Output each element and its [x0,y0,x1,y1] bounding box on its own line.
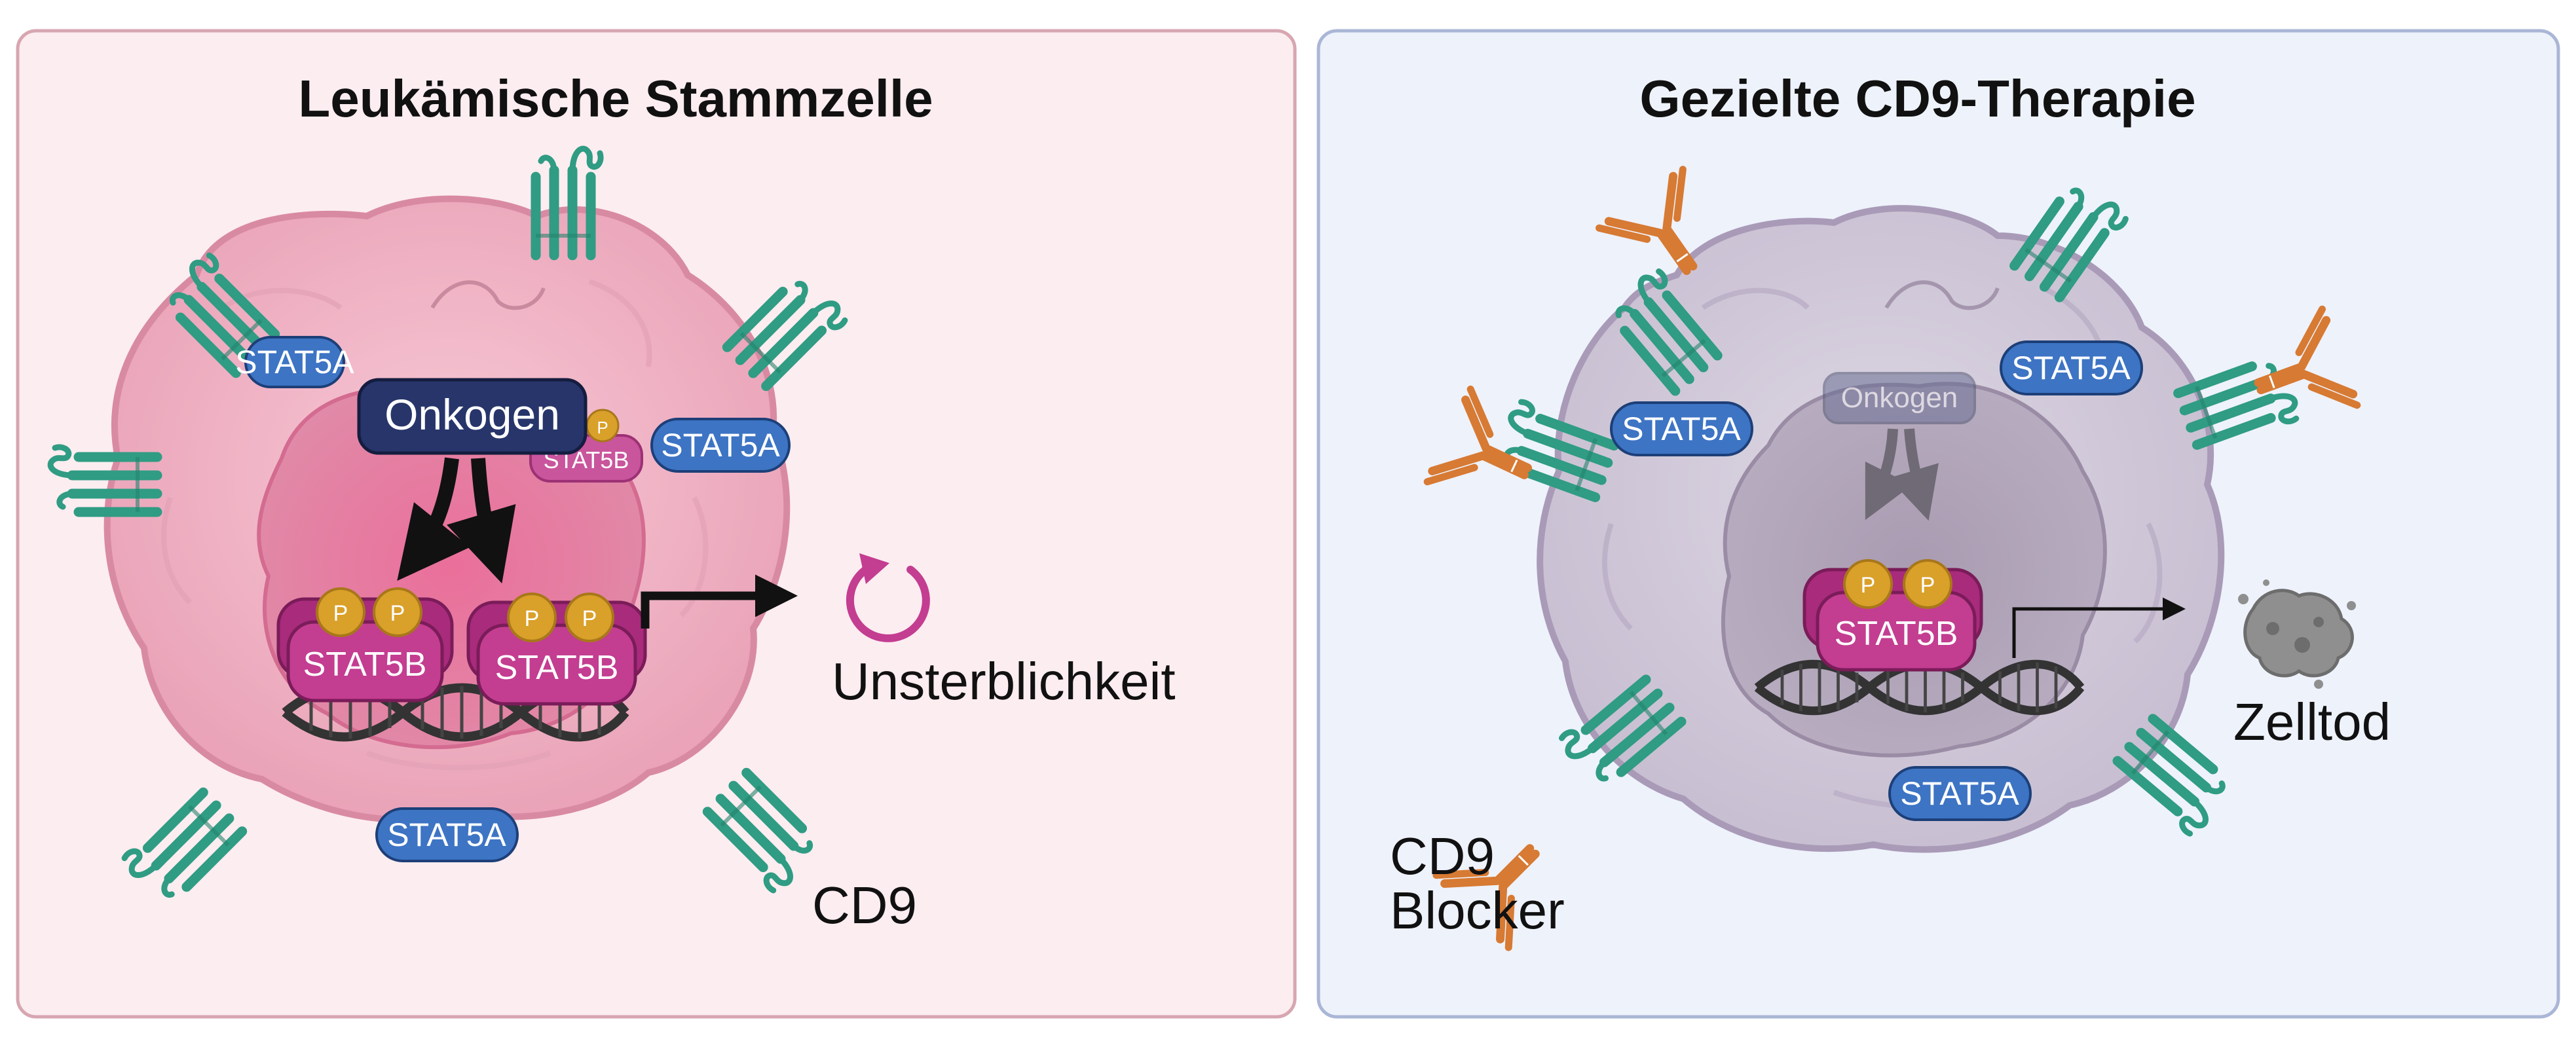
transcription-arrow [2012,597,2186,658]
svg-text:P: P [390,601,405,626]
stat5a-badge: STAT5A [1888,766,2032,821]
stat5b-dimer: STAT5B P P [276,587,454,703]
stat5a-badge: STAT5A [375,807,519,862]
onkogen-arrow [397,457,470,581]
svg-text:P: P [597,418,608,437]
svg-text:STAT5A: STAT5A [387,816,506,853]
onkogen-box: Onkogen [357,378,588,455]
onkogen-arrow-faded [1865,428,1913,521]
golgi-fold [430,280,546,310]
stat5a-badge: STAT5A [235,336,354,388]
right-panel: Gezielte CD9-Therapie STAT5A STAT5A [1316,29,2560,1019]
stat5a-badge: STAT5A [1610,401,1753,456]
svg-text:STAT5A: STAT5A [1900,775,2019,812]
stat5b-dimer: STAT5B P P [466,593,647,706]
stat5b-dimer: STAT5B P P [1802,559,1983,672]
svg-text:STAT5B: STAT5B [303,646,427,684]
cell-texture [1602,285,2163,810]
svg-text:STAT5B: STAT5B [1835,615,1958,653]
left-panel-title: Leukämische Stammzelle [298,69,933,128]
onkogen-box-faded: Onkogen [1823,372,1976,424]
cd9-label: CD9 [812,876,917,934]
left-panel: Leukämische Stammzelle STAT5A STAT5A STA… [16,29,1297,1019]
onkogen-arrow [447,458,516,584]
cell-death-debris-icon [2238,579,2356,689]
right-panel-title: Gezielte CD9-Therapie [1639,69,2195,128]
outcome-label-cell-death: Zelltod [2233,693,2391,751]
stat5a-badge: STAT5A [2000,340,2143,395]
svg-text:STAT5A: STAT5A [235,344,354,380]
svg-text:STAT5A: STAT5A [1622,411,1741,447]
svg-text:P: P [582,606,597,631]
blocker-label-line2: Blocker [1390,881,1565,940]
svg-text:P: P [1920,573,1935,598]
svg-text:P: P [525,606,540,631]
transcription-arrow [641,574,798,629]
onkogen-arrow-faded [1888,428,1939,521]
svg-text:P: P [333,601,348,626]
svg-text:STAT5B: STAT5B [495,649,619,687]
outcome-label-immortality: Unsterblichkeit [832,652,1176,710]
self-renewal-icon [846,553,930,642]
svg-text:STAT5A: STAT5A [2011,350,2131,386]
svg-text:STAT5A: STAT5A [661,427,780,464]
svg-text:P: P [1861,573,1876,598]
svg-text:Onkogen: Onkogen [1841,382,1958,414]
cell-texture [161,279,709,771]
svg-text:Onkogen: Onkogen [384,390,560,439]
blocker-label-line1: CD9 [1390,827,1495,885]
stat5a-badge: STAT5A [650,418,791,473]
golgi-fold [1884,280,2000,310]
